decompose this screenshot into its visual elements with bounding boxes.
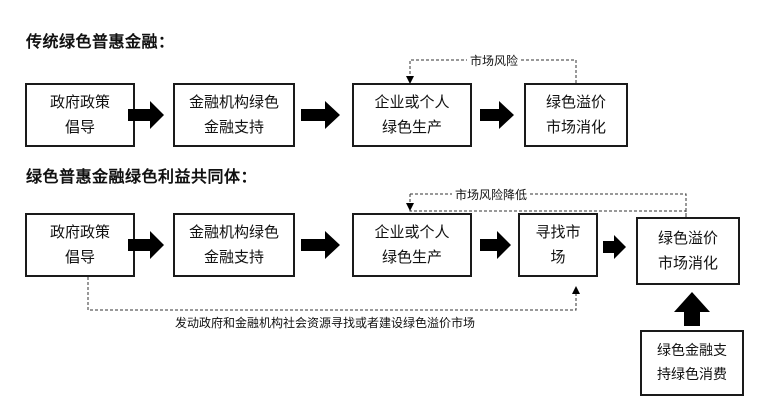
s2-risk-feedback-line [409,210,687,217]
s1-financial-support-box: 金融机构绿色 金融支持 [173,83,295,147]
s2-green-consumption-support-box: 绿色金融支 持绿色消费 [640,330,744,396]
s2-financial-support-box: 金融机构绿色 金融支持 [173,213,295,277]
s2-find-market-box: 寻找市 场 [518,213,598,277]
s2-government-policy-box: 政府政策 倡导 [25,213,135,277]
s1-arrow-1 [128,101,164,129]
s2-arrow-1 [128,231,164,259]
s1-arrow-2 [301,101,340,129]
s2-market-risk-reduced-label: 市场风险降低 [452,186,531,203]
s2-premium-market-box: 绿色溢价 市场消化 [636,217,740,285]
s2-bottom-resource-label: 发动政府和金融机构社会资源寻找或者建设绿色溢价市场 [172,314,479,331]
s2-support-up-arrow [674,292,710,326]
s2-bottom-resource-line [87,277,580,311]
s2-green-production-box: 企业或个人 绿色生产 [352,213,472,277]
section2-title: 绿色普惠金融绿色利益共同体： [26,167,258,186]
s1-premium-market-box: 绿色溢价 市场消化 [524,83,628,147]
section1-title: 传统绿色普惠金融： [26,32,175,51]
s1-green-production-box: 企业或个人 绿色生产 [352,83,472,147]
s1-market-risk-label: 市场风险 [467,52,522,69]
s2-arrow-3 [480,231,511,259]
s2-arrow-4 [603,235,626,259]
s2-arrow-2 [301,231,340,259]
s1-arrow-3 [480,101,514,129]
